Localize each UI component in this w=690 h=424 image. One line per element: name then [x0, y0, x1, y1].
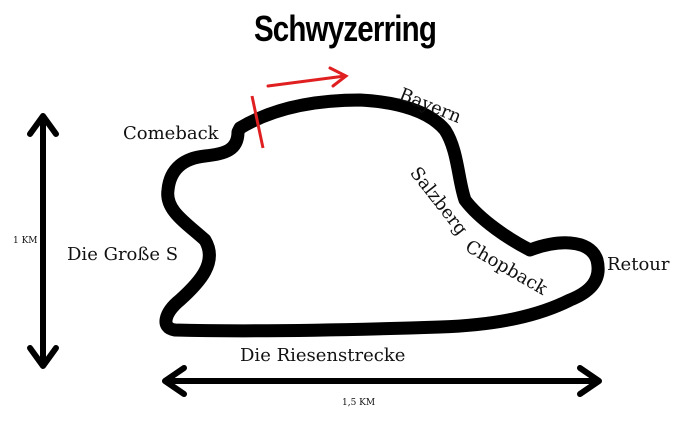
vertical-scale-label: 1 KM: [13, 236, 38, 246]
horizontal-scale-label: 1,5 KM: [342, 398, 376, 408]
track-outline: [159, 93, 605, 338]
corner-label-comeback: Comeback: [123, 123, 219, 144]
corner-label-die-grosse-s: Die Große S: [67, 244, 179, 265]
direction-arrow: [266, 66, 349, 88]
corner-label-retour: Retour: [607, 254, 670, 275]
vertical-scale-arrow: [27, 113, 59, 369]
start-finish-line: [250, 95, 265, 149]
page-title: Schwyzerring: [253, 8, 437, 49]
horizontal-scale-arrow: [162, 365, 602, 397]
corner-label-die-riesenstrecke: Die Riesenstrecke: [240, 345, 406, 366]
